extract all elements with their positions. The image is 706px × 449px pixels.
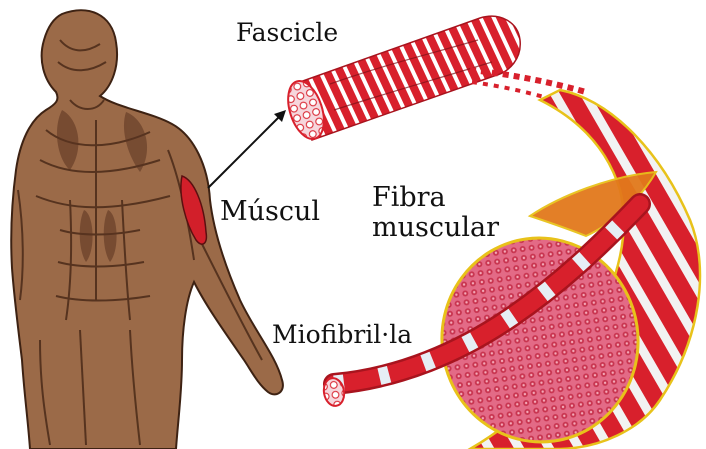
- muscle-label: Múscul: [220, 198, 320, 225]
- myofibril-label: Miofibril·la: [272, 322, 412, 347]
- muscle-fiber-label-line2: muscular: [372, 213, 499, 243]
- fascicle-label: Fascicle: [236, 20, 338, 45]
- muscle-fiber-label-line1: Fibra: [372, 183, 499, 213]
- human-figure: [11, 10, 283, 449]
- muscle-fiber-label: Fibra muscular: [372, 183, 499, 243]
- pointer-arrow: [208, 110, 286, 188]
- human-body: [11, 10, 283, 449]
